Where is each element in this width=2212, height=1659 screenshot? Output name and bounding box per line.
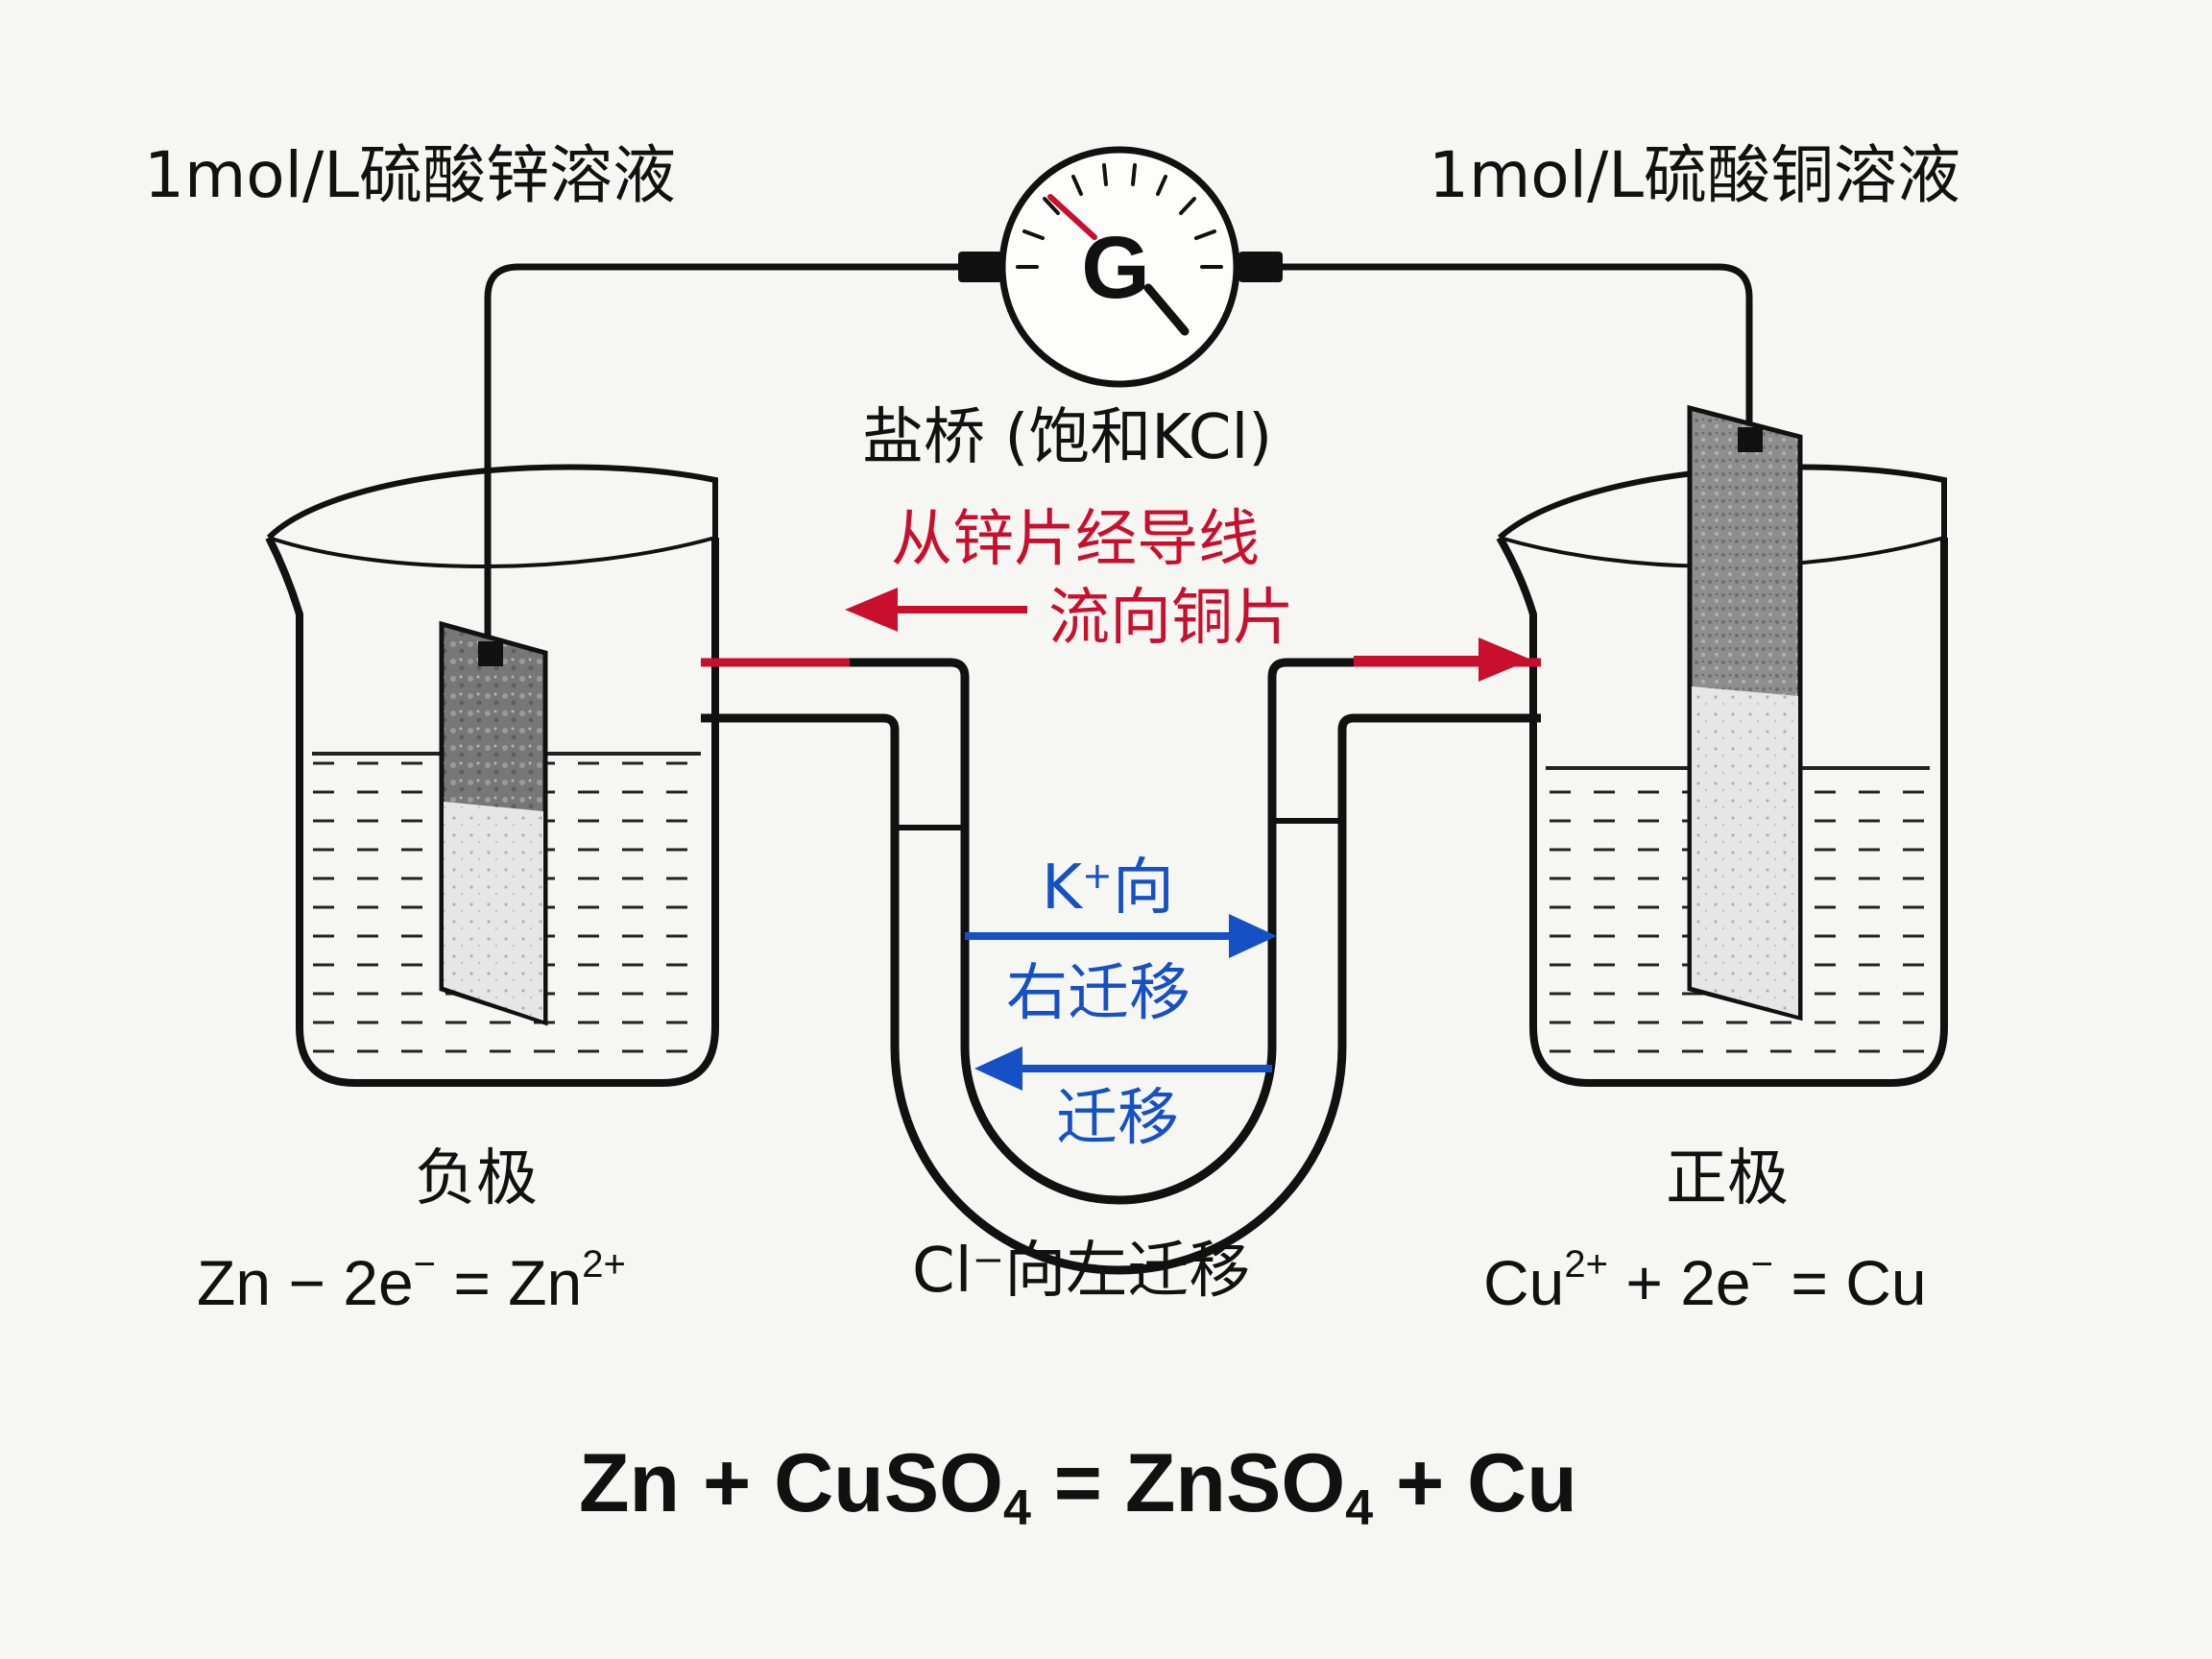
wire-connector-left: [958, 252, 1002, 282]
k-ion-symbol: K: [1042, 853, 1082, 924]
anode-eq-part-a: Zn − 2e: [197, 1247, 414, 1318]
external-wire: [484, 263, 1753, 658]
overall-eq-part-2: = ZnSO: [1030, 1437, 1346, 1529]
copper-electrode: [1687, 404, 1803, 1022]
galvanometer: G: [998, 146, 1240, 388]
galvanometer-needle: [1047, 194, 1097, 240]
electron-flow-label-line2: 流向铜片: [1048, 583, 1294, 654]
cathode-eq-sup-b: −: [1750, 1243, 1773, 1286]
overall-equation: Zn + CuSO4 = ZnSO4 + Cu: [579, 1442, 1577, 1533]
cathode-equation: Cu2+ + 2e− = Cu: [1483, 1245, 1927, 1314]
zinc-electrode: [439, 620, 548, 1026]
overall-eq-sub-2: 4: [1345, 1480, 1374, 1536]
anode-eq-sup-a: −: [413, 1243, 437, 1286]
electron-flow-label-line1: 从锌片经导线: [891, 504, 1260, 575]
right-solution-label: 1mol/L硫酸铜溶液: [1429, 138, 1961, 212]
overall-eq-sub-1: 4: [1002, 1480, 1031, 1536]
negative-electrode-label: 负极: [415, 1143, 538, 1214]
cathode-eq-sup-a: 2+: [1564, 1243, 1608, 1286]
positive-electrode-label: 正极: [1666, 1143, 1789, 1214]
k-ion-direction: 向: [1112, 853, 1174, 924]
cl-ion-inner-label: 迁移: [1056, 1083, 1179, 1154]
anode-equation: Zn − 2e− = Zn2+: [197, 1245, 626, 1314]
k-ion-charge: +: [1081, 854, 1113, 897]
cathode-eq-part-a: Cu: [1483, 1247, 1565, 1318]
k-ion-label-line1: K+向: [1042, 857, 1174, 919]
salt-bridge-tube: [701, 658, 1541, 1275]
k-ion-label-line2: 右迁移: [1006, 958, 1190, 1029]
k-ion-arrow-right: [965, 914, 1277, 958]
anode-eq-sup-b: 2+: [582, 1243, 626, 1286]
galvanometer-label: G: [1081, 219, 1150, 317]
salt-bridge-liquid-line: [898, 818, 1339, 830]
cathode-eq-part-b: + 2e: [1607, 1247, 1751, 1318]
salt-bridge-label: 盐桥 (饱和KCl): [862, 402, 1273, 473]
anode-eq-part-b: = Zn: [436, 1247, 583, 1318]
overall-eq-part-1: Zn + CuSO: [579, 1437, 1003, 1529]
cathode-eq-part-c: = Cu: [1772, 1247, 1927, 1318]
cl-ion-bottom-label: Cl⁻向左迁移: [912, 1236, 1251, 1307]
cl-ion-arrow-left: [974, 1046, 1272, 1091]
overall-eq-part-3: + Cu: [1373, 1437, 1577, 1529]
electron-flow-arrow-right: [1354, 637, 1531, 682]
electron-flow-arrow-left: [845, 588, 1027, 632]
left-solution-label: 1mol/L硫酸锌溶液: [144, 138, 677, 212]
wire-connector-right: [1238, 252, 1283, 282]
